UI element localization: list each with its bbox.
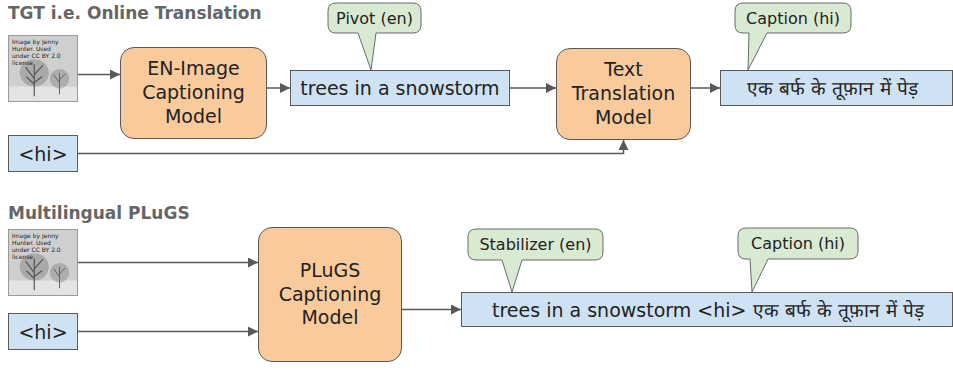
node-text: Text Translation Model — [565, 58, 682, 129]
photo-snowfield — [9, 280, 77, 295]
node-text: trees in a snowstorm <hi> एक बर्फ के तूफ… — [492, 297, 924, 323]
attribution-text: Image by Jenny Hunter. Used under CC BY … — [12, 233, 68, 261]
connector-arrow — [78, 74, 120, 76]
tree-part — [54, 267, 66, 288]
connector-arrow — [78, 331, 258, 333]
connector-arrow — [510, 87, 556, 89]
photo-ground — [9, 36, 77, 101]
node-text: <hi> — [18, 143, 67, 165]
callout-bubble: Caption (hi) — [738, 228, 858, 259]
image-thumbnail: Image by Jenny Hunter. Used under CC BY … — [8, 229, 78, 296]
callout-bubble: Pivot (en) — [328, 3, 421, 33]
tree-part — [26, 259, 43, 290]
tree-part — [26, 65, 43, 96]
connector-arrow — [691, 87, 720, 89]
model-box: EN-Image Captioning Model — [120, 47, 267, 139]
attribution-text: Image by Jenny Hunter. Used under CC BY … — [12, 39, 68, 67]
node-text: trees in a snowstorm — [300, 77, 499, 99]
photo-ground — [9, 230, 77, 295]
callout-outline — [738, 228, 858, 292]
callout-outline — [468, 229, 603, 292]
callout-bubble: Caption (hi) — [735, 3, 851, 33]
text-box: trees in a snowstorm <hi> एक बर्फ के तूफ… — [461, 292, 953, 327]
text-box: <hi> — [8, 135, 78, 172]
text-box: एक बर्फ के तूफ़ान में पेड़ — [720, 70, 953, 106]
callout-bubble: Stabilizer (en) — [468, 229, 603, 260]
node-text: Caption (hi) — [746, 9, 840, 28]
connector-arrow — [78, 140, 624, 154]
node-text: Caption (hi) — [751, 234, 845, 253]
callout-outline — [735, 3, 851, 70]
model-box: PLuGS Captioning Model — [258, 227, 402, 362]
node-text: Pivot (en) — [336, 9, 413, 28]
connector-arrow — [402, 309, 461, 311]
section-heading: TGT i.e. Online Translation — [8, 3, 262, 23]
callout-outline — [328, 3, 421, 70]
node-text: Stabilizer (en) — [479, 235, 591, 254]
connector-arrow — [78, 262, 258, 264]
tree-part — [54, 73, 66, 94]
model-box: Text Translation Model — [556, 48, 691, 140]
image-thumbnail: Image by Jenny Hunter. Used under CC BY … — [8, 35, 78, 102]
photo-snowfield — [9, 86, 77, 101]
node-text: एक बर्फ के तूफ़ान में पेड़ — [747, 75, 918, 101]
text-box: <hi> — [8, 313, 78, 350]
node-text: PLuGS Captioning Model — [267, 259, 393, 330]
text-box: trees in a snowstorm — [290, 70, 510, 106]
node-text: EN-Image Captioning Model — [129, 57, 258, 128]
node-text: <hi> — [18, 321, 67, 343]
section-heading: Multilingual PLuGS — [8, 203, 190, 223]
connector-arrow — [267, 87, 290, 89]
